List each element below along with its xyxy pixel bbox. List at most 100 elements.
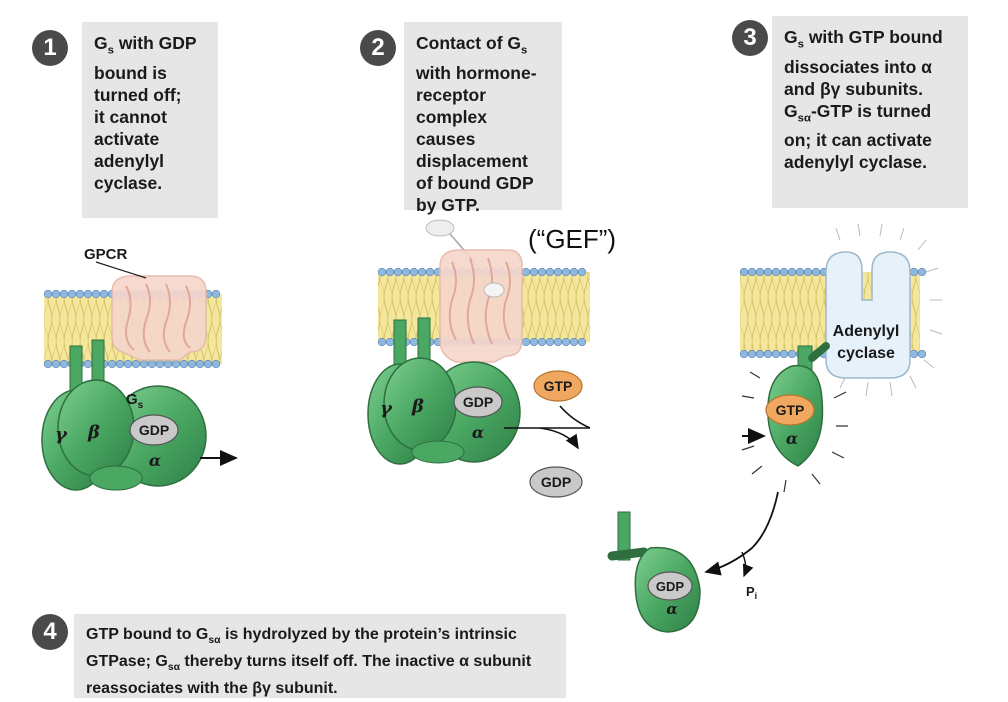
g-alpha-inactive — [607, 511, 701, 633]
lipid-head — [577, 337, 587, 347]
lipid-head — [537, 337, 547, 347]
adenylyl-cyclase-rays — [835, 223, 943, 397]
g-protein-step-1 — [41, 339, 207, 491]
lipid-head — [747, 349, 757, 359]
lipid-head — [529, 267, 539, 277]
alpha-label-2: α — [472, 423, 484, 442]
caption-line: adenylyl cyclase. — [784, 152, 928, 172]
beta-label-1: β — [87, 422, 100, 443]
gtp-label-2: GTP — [544, 378, 573, 394]
alpha-label-3: α — [786, 429, 798, 448]
caption-line: displacement — [416, 150, 528, 171]
lipid-head — [553, 267, 563, 277]
caption-line: complex causes — [416, 106, 487, 149]
caption-line: cyclase. — [94, 172, 163, 193]
caption-line: it cannot — [94, 106, 167, 127]
lipid-head — [545, 267, 555, 277]
lipid-head — [909, 349, 919, 359]
lipid-head — [521, 267, 531, 277]
lipid-head — [43, 359, 53, 369]
gef-annotation: (“GEF”) — [528, 224, 617, 254]
caption-line: turned off; — [94, 84, 182, 105]
g-alpha-active — [765, 342, 830, 467]
lipid-head — [393, 267, 403, 277]
active-glow-rays — [741, 371, 848, 493]
gpcr-label: GPCR — [84, 246, 128, 263]
caption-line: activate — [94, 128, 160, 149]
lipid-head — [75, 289, 85, 299]
lipid-head — [577, 267, 587, 277]
lipid-head — [139, 359, 149, 369]
lipid-head — [99, 289, 109, 299]
lipid-head — [43, 289, 53, 299]
lipid-head — [83, 359, 93, 369]
gdp-label-1: GDP — [139, 422, 169, 438]
lipid-head — [561, 267, 571, 277]
lipid-head — [771, 267, 781, 277]
lipid-head — [779, 349, 789, 359]
caption-line: reassociates with the βγ subunit. — [86, 680, 338, 698]
lipid-head — [171, 359, 181, 369]
lipid-head — [787, 267, 797, 277]
lipid-head — [771, 349, 781, 359]
lipid-head — [409, 267, 419, 277]
lipid-head — [521, 337, 531, 347]
lipid-head — [529, 337, 539, 347]
lipid-head — [763, 349, 773, 359]
lipid-head — [195, 359, 205, 369]
lipid-head — [747, 267, 757, 277]
step-4-number: 4 — [32, 614, 68, 650]
gdp-released-2 — [529, 466, 583, 498]
gs-label: Gs — [126, 391, 144, 411]
lipid-head — [187, 359, 197, 369]
adenylyl-label-2: cyclase — [837, 345, 895, 362]
lipid-head — [755, 349, 765, 359]
lipid-head — [385, 267, 395, 277]
gpcr-step-1 — [111, 275, 207, 361]
lipid-head — [755, 267, 765, 277]
gpcr-step-2 — [439, 249, 523, 363]
caption-line: receptor — [416, 84, 487, 105]
step-2-number: 2 — [360, 30, 396, 66]
lipid-head — [409, 337, 419, 347]
lipid-head — [803, 267, 813, 277]
lipid-head — [107, 359, 117, 369]
lipid-head — [763, 267, 773, 277]
lipid-head — [417, 267, 427, 277]
lipid-head — [59, 289, 69, 299]
gtp-label-3: GTP — [776, 402, 805, 418]
lipid-head — [569, 337, 579, 347]
lipid-head — [917, 267, 927, 277]
caption-line: by GTP. — [416, 194, 480, 215]
lipid-head — [83, 289, 93, 299]
lipid-head — [811, 267, 821, 277]
caption-line: with hormone- — [416, 62, 537, 83]
lipid-head — [51, 359, 61, 369]
lipid-head — [147, 359, 157, 369]
lipid-head — [163, 359, 173, 369]
lipid-head — [203, 359, 213, 369]
alpha-label-1: α — [149, 451, 161, 470]
lipid-head — [795, 267, 805, 277]
lipid-head — [155, 359, 165, 369]
g-protein-step-2 — [367, 317, 521, 465]
step-4-caption: GTP bound to Gsα is hydrolyzed by the pr… — [74, 614, 566, 698]
caption-line: of bound GDP — [416, 172, 534, 193]
lipid-head — [211, 359, 221, 369]
caption-line: GTP bound to Gsα is hydrolyzed by the pr… — [86, 626, 517, 647]
lipid-head — [739, 267, 749, 277]
gdp-released-label: GDP — [541, 474, 571, 490]
gamma-label-2: γ — [380, 398, 393, 419]
lipid-head — [91, 289, 101, 299]
lipid-head — [123, 359, 133, 369]
caption-line: GTPase; Gsα thereby turns itself off. Th… — [86, 653, 532, 674]
gdp-label-2: GDP — [463, 394, 493, 410]
caption-line: dissociates into α — [784, 56, 932, 77]
caption-line: on; it can activate — [784, 130, 932, 150]
caption-line: Contact of Gs — [416, 33, 528, 57]
step-1-number: 1 — [32, 30, 68, 66]
